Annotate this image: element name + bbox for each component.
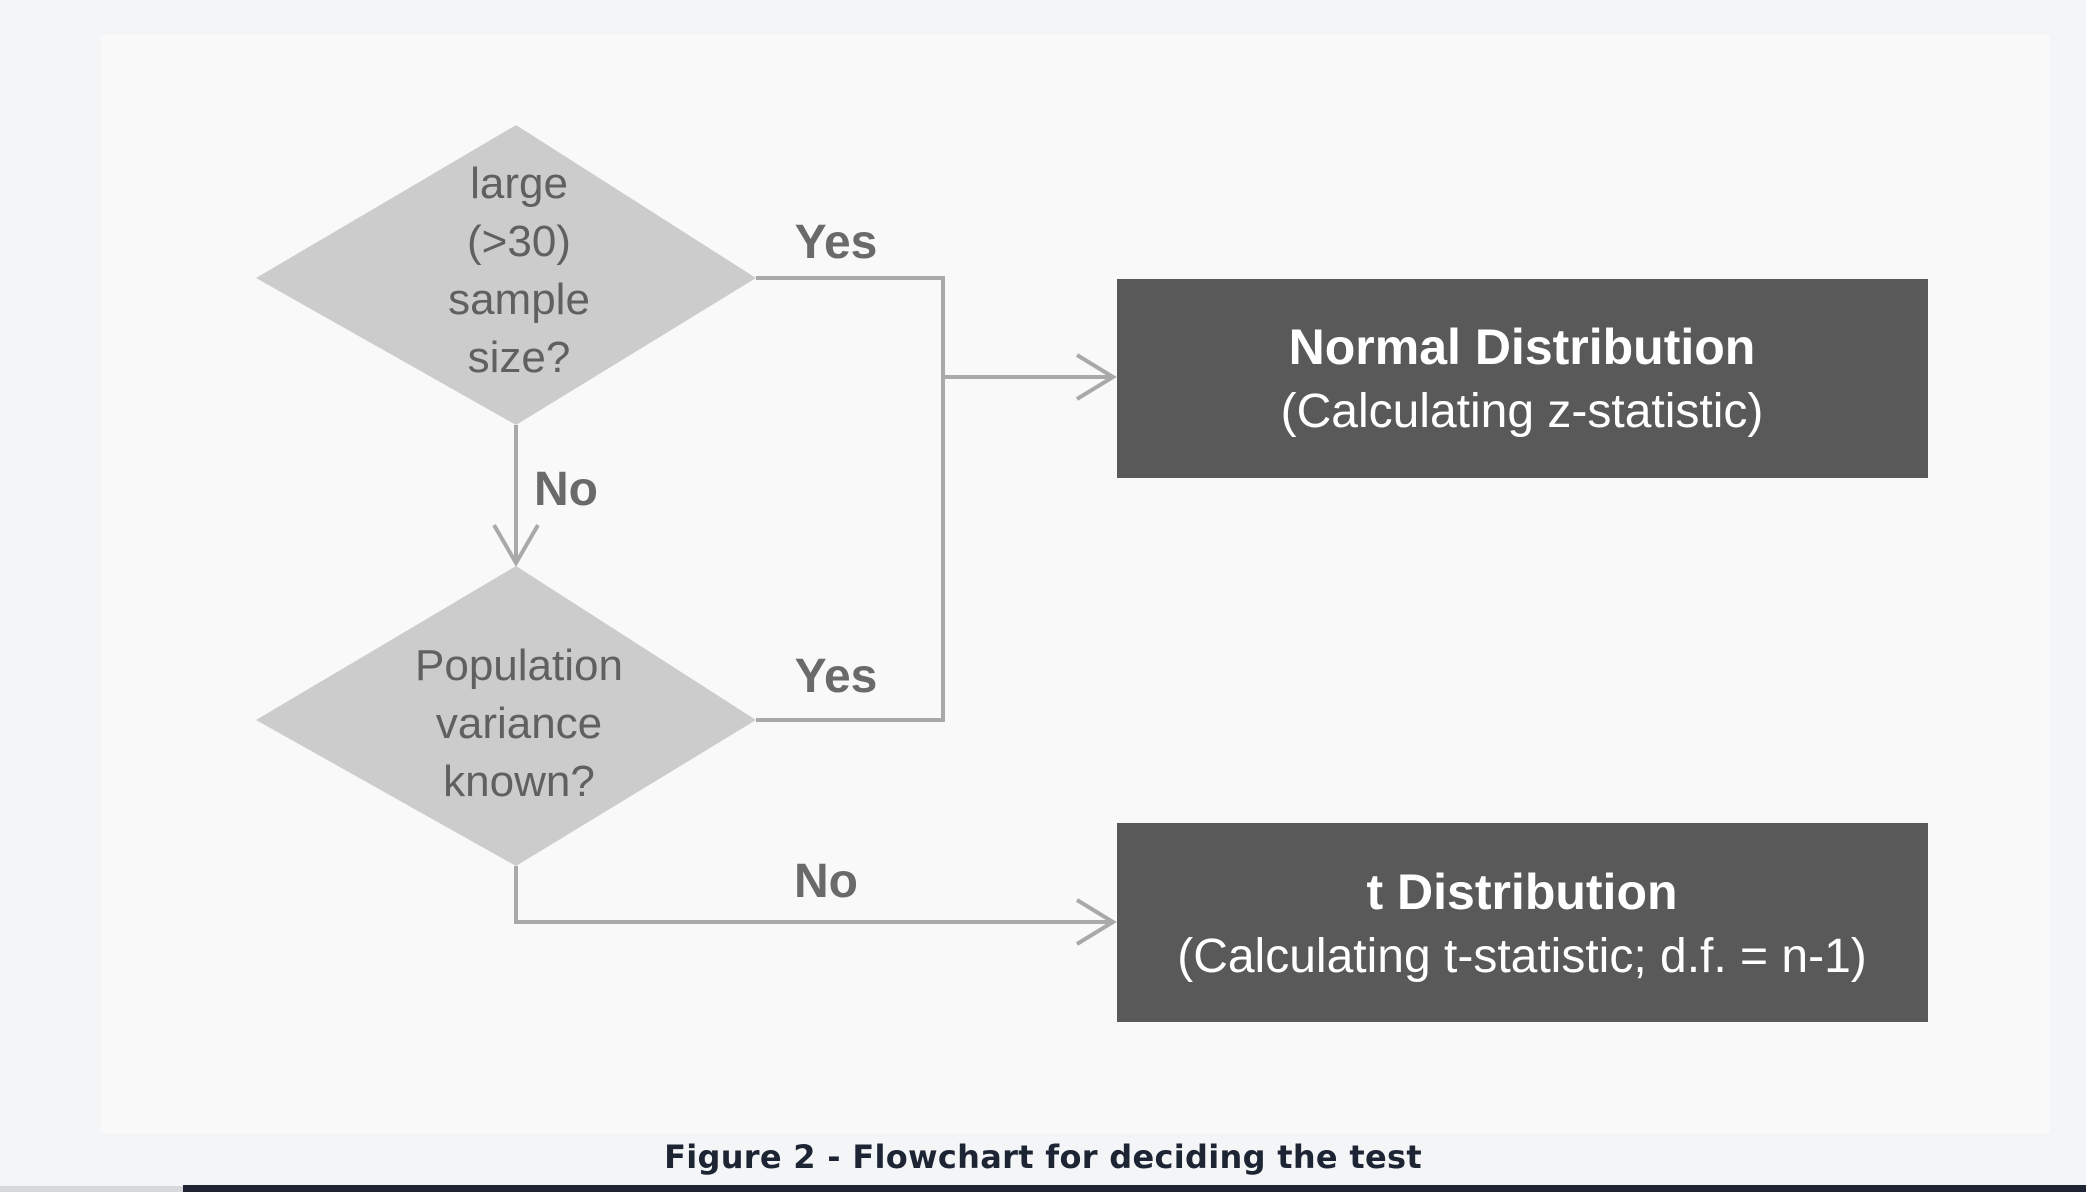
bottom-bar (183, 1185, 2086, 1192)
decision-diamond-variance (256, 566, 756, 866)
outcome-t-title: t Distribution (1366, 864, 1677, 920)
decision-1-line-1: large (470, 159, 568, 208)
outcome-box-t (1117, 823, 1928, 1022)
decision-2-line-3: known? (443, 757, 595, 806)
bottom-bar-track (0, 1186, 183, 1192)
label-d2-yes: Yes (795, 650, 878, 703)
arrowhead-normal (1075, 353, 1117, 401)
decision-1-line-3: sample (448, 275, 590, 324)
decision-1-line-4: size? (468, 333, 571, 382)
decision-2-line-1: Population (415, 641, 623, 690)
connectors (492, 276, 1117, 946)
connector-d2-no (514, 866, 1112, 924)
outcome-normal-subtitle: (Calculating z-statistic) (1281, 385, 1764, 438)
outcome-t-subtitle: (Calculating t-statistic; d.f. = n-1) (1177, 930, 1867, 983)
flowchart: large (>30) sample size? Population vari… (256, 125, 1928, 1022)
decision-2-line-2: variance (436, 699, 602, 748)
decision-diamond-sample-size (256, 125, 756, 425)
figure-caption: Figure 2 - Flowchart for deciding the te… (664, 1138, 1422, 1176)
label-d1-no: No (534, 463, 598, 516)
arrowhead-d2 (492, 523, 540, 567)
label-d2-no: No (794, 855, 858, 908)
decision-1-line-2: (>30) (467, 217, 571, 266)
arrowhead-t (1075, 898, 1117, 946)
label-d1-yes: Yes (795, 216, 878, 269)
outcome-box-normal (1117, 279, 1928, 478)
connector-d1-yes (756, 276, 945, 722)
outcome-normal-title: Normal Distribution (1289, 319, 1756, 375)
